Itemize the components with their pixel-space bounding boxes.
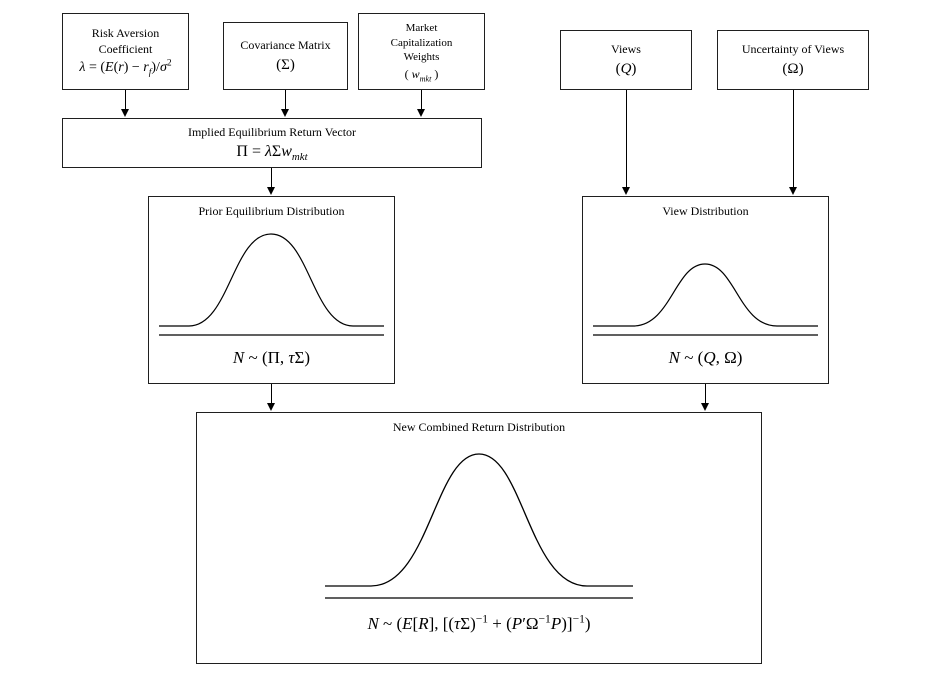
arrow-line (420, 90, 422, 109)
uncertainty-of-views-box: Uncertainty of Views (Ω) (717, 30, 869, 90)
box-formula: (Ω) (782, 61, 804, 78)
arrow-risk-to-implied (121, 90, 130, 117)
arrow-head (121, 109, 129, 117)
arrow-weights-to-implied (417, 90, 426, 117)
arrow-head (281, 109, 289, 117)
arrow-head (789, 187, 797, 195)
box-title: Covariance Matrix (240, 37, 331, 52)
prior-distribution-box: Prior Equilibrium Distribution N ~ (Π, τ… (148, 196, 395, 384)
box-formula: λ = (E(r) − rf)/σ2 (79, 58, 172, 78)
arrow-implied-to-prior (267, 168, 276, 195)
risk-aversion-box: Risk Aversion Coefficient λ = (E(r) − rf… (62, 13, 189, 90)
arrow-line (270, 168, 272, 187)
box-formula: (Q) (615, 61, 637, 78)
arrow-line (625, 90, 627, 187)
box-title: Uncertainty of Views (741, 41, 845, 56)
covariance-box: Covariance Matrix (Σ) (223, 22, 348, 90)
arrow-head (267, 187, 275, 195)
arrow-line (704, 384, 706, 403)
arrow-head (622, 187, 630, 195)
box-title: Implied Equilibrium Return Vector (187, 125, 357, 140)
curve-path (593, 262, 818, 327)
bell-curve (593, 262, 818, 336)
arrow-line (124, 90, 126, 109)
arrow-views-to-viewdist (622, 90, 631, 195)
box-title: New Combined Return Distribution (392, 420, 566, 434)
arrow-line (270, 384, 272, 403)
views-box: Views (Q) (560, 30, 692, 90)
box-formula: N ~ (E[R], [(τΣ)−1 + (P′Ω−1P)]−1) (367, 611, 591, 633)
bell-curve (159, 232, 384, 336)
box-title: Market Capitalization Weights (390, 22, 453, 63)
box-formula: Π = λΣwmkt (236, 142, 308, 163)
curve-path (159, 232, 384, 327)
arrow-line (284, 90, 286, 109)
bell-curve (325, 452, 633, 599)
market-cap-weights-box: Market Capitalization Weights ( wmkt ) (358, 13, 485, 90)
box-title: Views (611, 41, 641, 56)
box-formula: N ~ (Π, τΣ) (232, 347, 311, 367)
combined-distribution-box: New Combined Return Distribution N ~ (E[… (196, 412, 762, 664)
curve-path (325, 452, 633, 587)
arrow-line (792, 90, 794, 187)
arrow-prior-to-combined (267, 384, 276, 411)
implied-equilibrium-box: Implied Equilibrium Return Vector Π = λΣ… (62, 118, 482, 168)
arrow-covariance-to-implied (281, 90, 290, 117)
box-title: View Distribution (662, 204, 749, 218)
box-formula: (Σ) (276, 57, 295, 74)
box-title: Risk Aversion Coefficient (91, 26, 160, 56)
arrow-head (417, 109, 425, 117)
box-formula: N ~ (Q, Ω) (668, 347, 743, 367)
arrow-uncertainty-to-viewdist (789, 90, 798, 195)
arrow-viewdist-to-combined (701, 384, 710, 411)
arrow-head (267, 403, 275, 411)
arrow-head (701, 403, 709, 411)
box-title: Prior Equilibrium Distribution (198, 204, 345, 218)
box-formula: ( wmkt ) (404, 67, 439, 84)
view-distribution-box: View Distribution N ~ (Q, Ω) (582, 196, 829, 384)
